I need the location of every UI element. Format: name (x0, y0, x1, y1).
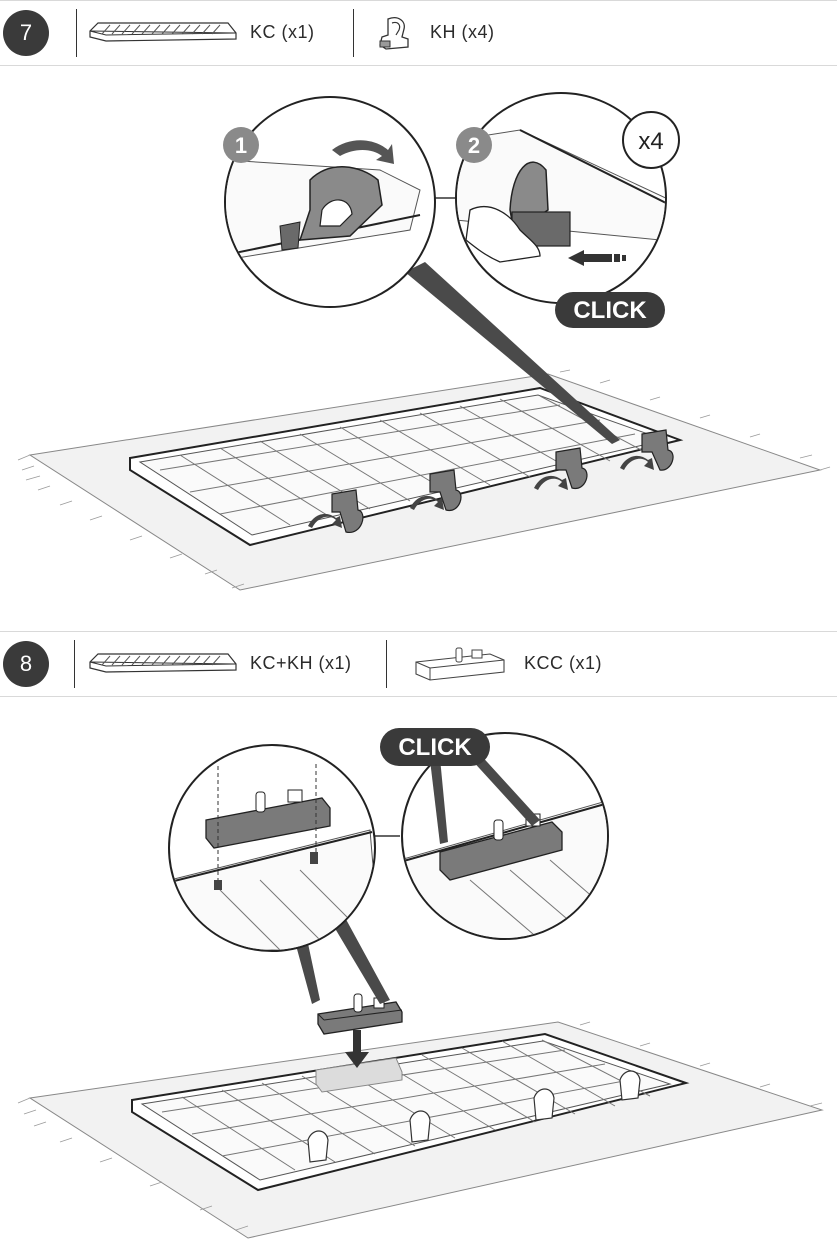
zoom-circle-2: 2 x4 CLICK (456, 93, 679, 328)
step-8-number-badge: 8 (3, 641, 49, 687)
substep-2-number: 2 (468, 133, 480, 158)
part-label-kh: KH (x4) (430, 22, 495, 43)
zoom-circle-4: CLICK (380, 728, 615, 940)
part-label-kc: KC (x1) (250, 22, 315, 43)
step-7-number-badge: 7 (3, 10, 49, 56)
step-7-header: 7 KC (x1) KH (x4) (0, 0, 837, 66)
kcc-connector-icon (412, 646, 508, 684)
part-label-kc-kh: KC+KH (x1) (250, 653, 352, 674)
zoom-circle-3 (169, 745, 380, 951)
zoom-circle-1: 1 (223, 97, 435, 307)
header-divider (353, 9, 354, 57)
kc-panel-icon (88, 19, 238, 49)
multiplier-label: x4 (638, 128, 663, 155)
step-8-illustration: CLICK (0, 697, 837, 1244)
header-divider (76, 9, 77, 57)
click-label: CLICK (398, 734, 472, 761)
header-divider (74, 640, 75, 688)
step-7-illustration: 1 2 x4 CLICK (0, 66, 837, 606)
step-8-header: 8 KC+KH (x1) KCC (x1) (0, 631, 837, 697)
kc-kh-panel-icon (88, 650, 238, 680)
kh-clip-icon (374, 15, 418, 55)
header-divider (386, 640, 387, 688)
part-label-kcc: KCC (x1) (524, 653, 602, 674)
click-label: CLICK (573, 297, 647, 324)
substep-1-number: 1 (235, 133, 247, 158)
